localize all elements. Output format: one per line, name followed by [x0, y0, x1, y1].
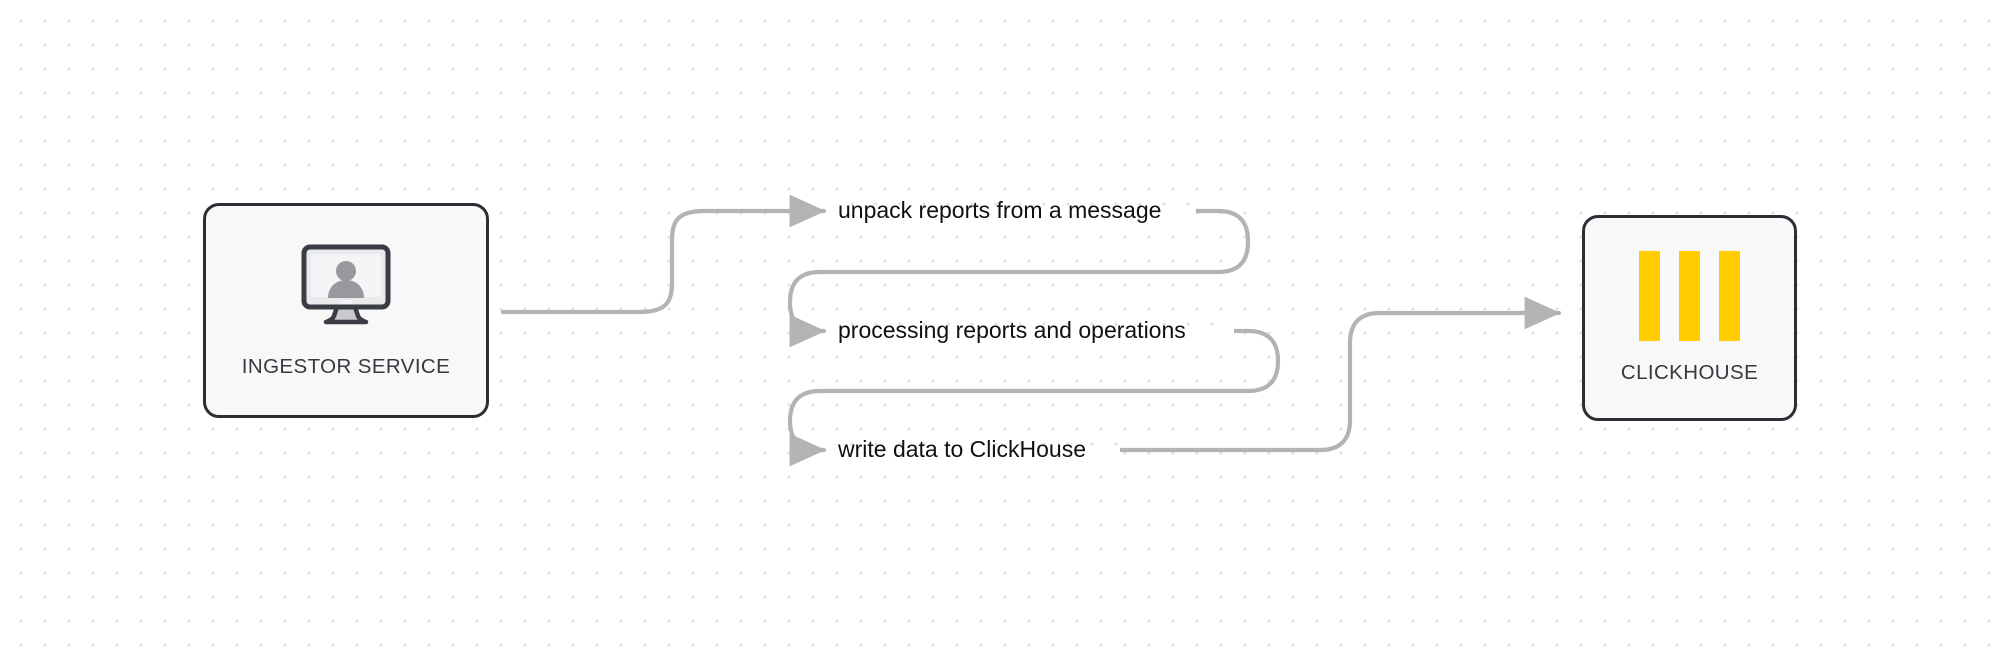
clickhouse-bars-icon — [1639, 251, 1740, 341]
edge-label-unpack-reports: unpack reports from a message — [838, 197, 1162, 223]
node-ingestor-service[interactable]: INGESTOR SERVICE — [203, 203, 489, 418]
clickhouse-bar — [1639, 251, 1660, 341]
edge-label-processing-reports: processing reports and operations — [838, 317, 1186, 343]
monitor-user-icon — [298, 242, 394, 337]
node-clickhouse-label: CLICKHOUSE — [1620, 361, 1759, 384]
edge-label-write-data: write data to ClickHouse — [838, 436, 1086, 462]
edge-label-mask-0 — [832, 198, 1196, 226]
edge-path-3 — [1117, 296, 1562, 453]
edge-path-0 — [500, 194, 827, 315]
clickhouse-bar — [1679, 251, 1700, 341]
edge-label-mask-2 — [832, 437, 1120, 465]
edge-path-2 — [787, 328, 1281, 467]
edge-path-1 — [787, 208, 1251, 348]
node-ingestor-service-label: INGESTOR SERVICE — [241, 355, 451, 378]
edge-label-mask-1 — [832, 318, 1234, 346]
node-clickhouse[interactable]: CLICKHOUSE — [1582, 215, 1797, 421]
clickhouse-bar — [1719, 251, 1740, 341]
